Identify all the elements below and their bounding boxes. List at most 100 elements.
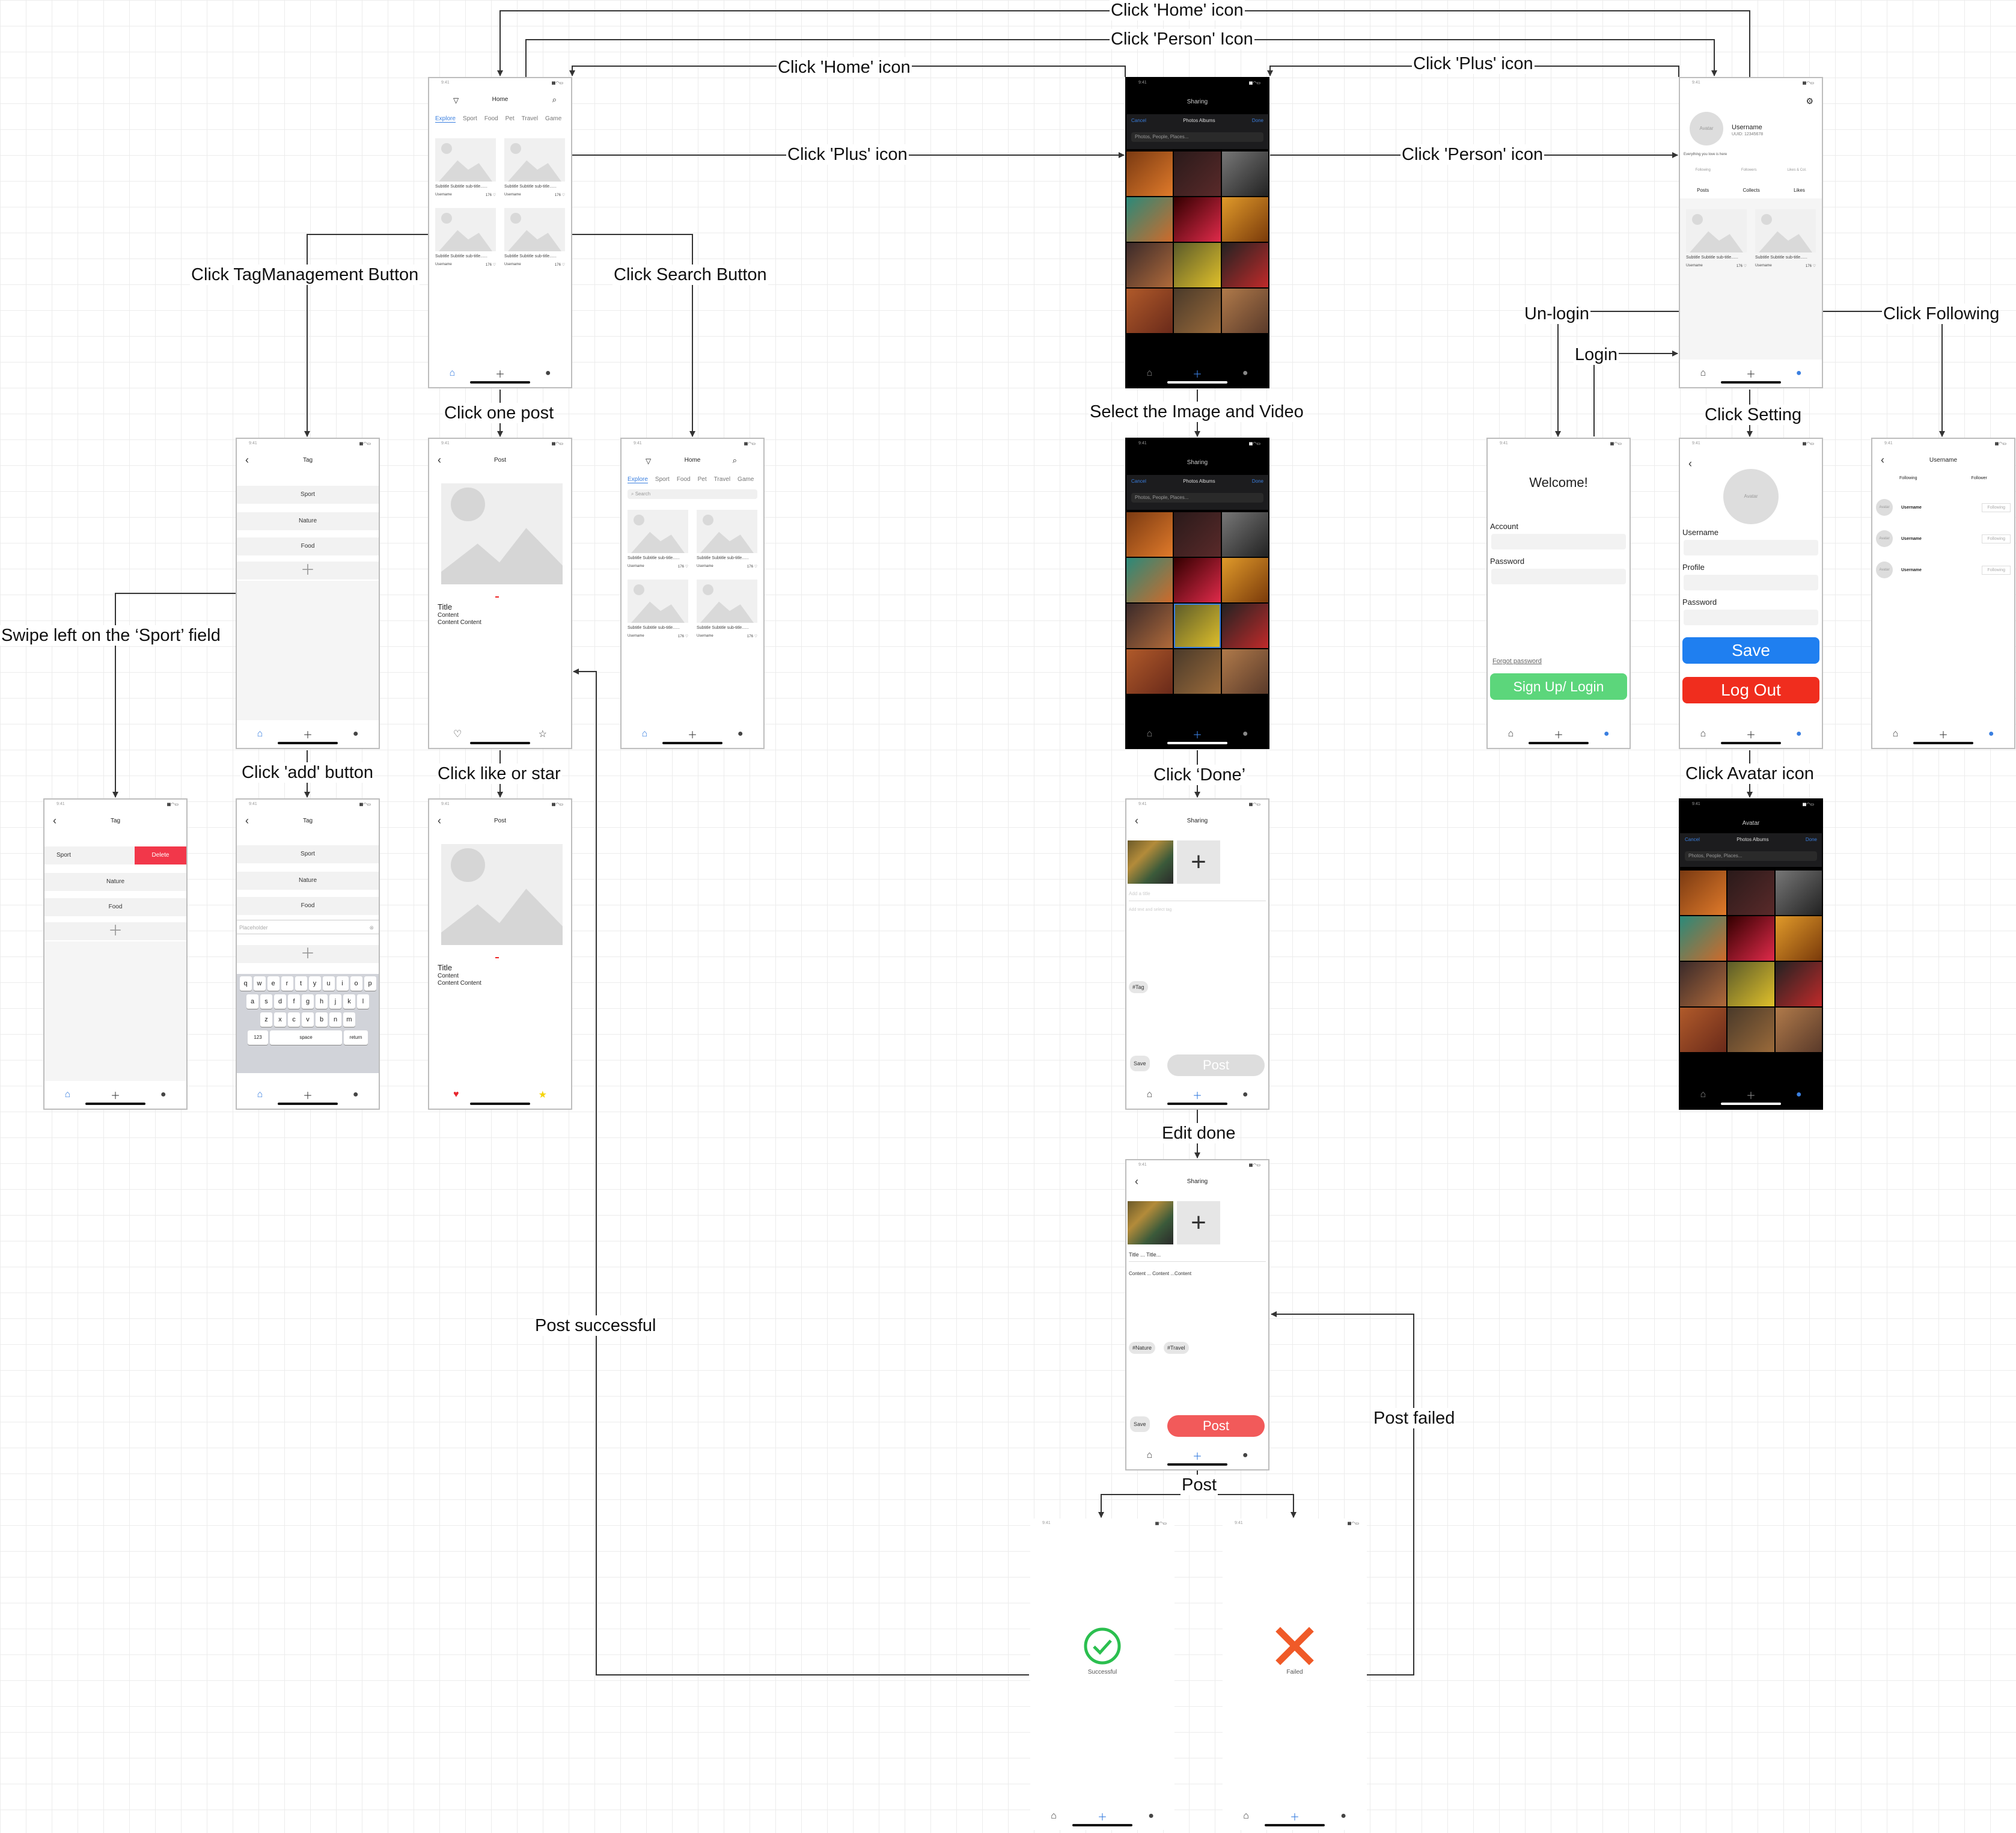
plus-icon[interactable]: ＋ <box>1097 1813 1107 1823</box>
post-card[interactable]: Subtitle Subtitle sub-title......Usernam… <box>1755 209 1816 268</box>
person-icon[interactable]: ● <box>1795 1089 1802 1100</box>
cancel-button[interactable]: Cancel <box>1131 479 1146 484</box>
post-card[interactable]: Subtitle Subtitle sub-title......Usernam… <box>435 208 496 267</box>
sign-up-login-button[interactable]: Sign Up/ Login <box>1490 673 1627 700</box>
key-return[interactable]: return <box>344 1030 368 1045</box>
back-icon[interactable]: ‹ <box>1135 1175 1138 1187</box>
key-b[interactable]: b <box>316 1012 328 1027</box>
done-button[interactable]: Done <box>1805 837 1817 842</box>
person-icon[interactable]: ● <box>1603 729 1610 739</box>
tab-following[interactable]: Following <box>1899 476 1917 480</box>
back-icon[interactable]: ‹ <box>438 454 441 466</box>
new-tag-input[interactable]: Placeholder⊗ <box>237 920 379 934</box>
person-icon[interactable]: ● <box>1340 1811 1346 1821</box>
tab-albums[interactable]: Albums <box>1199 118 1215 123</box>
person-icon[interactable]: ● <box>352 1089 359 1100</box>
key-m[interactable]: m <box>343 1012 355 1027</box>
home-icon[interactable]: ⌂ <box>641 729 648 739</box>
plus-icon[interactable]: ＋ <box>302 730 313 741</box>
following-button[interactable]: Following <box>1982 565 2011 575</box>
person-icon[interactable]: ● <box>1242 368 1248 378</box>
plus-icon[interactable]: ＋ <box>1553 730 1563 741</box>
gear-icon[interactable]: ⚙ <box>1806 96 1813 106</box>
photo-grid[interactable] <box>1126 151 1268 333</box>
tab-photos[interactable]: Photos <box>1737 837 1752 842</box>
key-f[interactable]: f <box>288 994 300 1009</box>
person-icon[interactable]: ● <box>1795 729 1802 739</box>
tab-albums[interactable]: Albums <box>1199 479 1215 484</box>
key-x[interactable]: x <box>274 1012 286 1027</box>
post-card[interactable]: Subtitle Subtitle sub-title......Usernam… <box>1686 209 1747 268</box>
tab-photos[interactable]: Photos <box>1183 118 1199 123</box>
add-media-button[interactable]: + <box>1177 840 1220 884</box>
heart-icon[interactable]: ♡ <box>561 263 565 267</box>
home-icon[interactable]: ⌂ <box>1243 1811 1249 1821</box>
back-icon[interactable]: ‹ <box>1688 457 1692 470</box>
key-z[interactable]: z <box>260 1012 272 1027</box>
plus-icon[interactable]: ＋ <box>1746 730 1756 741</box>
plus-icon[interactable]: ＋ <box>1746 1091 1756 1101</box>
plus-icon[interactable]: ＋ <box>302 1091 313 1101</box>
star-icon[interactable]: ☆ <box>538 729 547 739</box>
home-icon[interactable]: ⌂ <box>1700 368 1706 378</box>
home-icon[interactable]: ⌂ <box>1507 729 1514 739</box>
key-space[interactable]: space <box>270 1030 342 1045</box>
home-icon[interactable]: ⌂ <box>257 1089 263 1100</box>
star-icon[interactable]: ★ <box>538 1090 547 1100</box>
cancel-button[interactable]: Cancel <box>1685 837 1700 842</box>
key-h[interactable]: h <box>316 994 328 1009</box>
tag-row-nature[interactable]: Nature <box>44 873 186 891</box>
key-v[interactable]: v <box>302 1012 314 1027</box>
done-button[interactable]: Done <box>1251 118 1263 123</box>
key-a[interactable]: a <box>246 994 258 1009</box>
tag-row-nature[interactable]: Nature <box>237 872 379 890</box>
person-icon[interactable]: ● <box>1242 1450 1248 1460</box>
heart-icon[interactable]: ♡ <box>754 565 757 569</box>
person-icon[interactable]: ● <box>545 368 551 378</box>
search-icon[interactable]: ⌕ <box>552 95 557 104</box>
back-icon[interactable]: ‹ <box>1881 454 1884 466</box>
plus-icon[interactable]: ＋ <box>110 1091 120 1101</box>
tab-sport[interactable]: Sport <box>462 115 477 122</box>
plus-icon[interactable]: ＋ <box>687 730 697 741</box>
tab-travel[interactable]: Travel <box>521 115 539 122</box>
person-icon[interactable]: ● <box>1242 1089 1248 1100</box>
profile-field[interactable] <box>1684 575 1818 590</box>
tag-management-icon[interactable]: ▽ <box>453 96 459 105</box>
tag-chip-nature[interactable]: #Nature <box>1129 1342 1156 1354</box>
person-icon[interactable]: ● <box>1148 1811 1154 1821</box>
key-e[interactable]: e <box>267 976 279 991</box>
photo-search-input[interactable]: Photos, People, Places... <box>1685 851 1817 861</box>
key-t[interactable]: t <box>295 976 307 991</box>
heart-icon[interactable]: ♥ <box>453 1089 459 1100</box>
tab-explore[interactable]: Explore <box>435 115 456 123</box>
key-d[interactable]: d <box>274 994 286 1009</box>
heart-icon[interactable]: ♡ <box>685 635 688 638</box>
post-card[interactable]: Subtitle Subtitle sub-title......Usernam… <box>628 580 688 638</box>
key-i[interactable]: i <box>336 976 349 991</box>
home-icon[interactable]: ⌂ <box>1146 1089 1153 1100</box>
home-icon[interactable]: ⌂ <box>1700 729 1706 739</box>
plus-icon[interactable]: ＋ <box>1192 1091 1202 1101</box>
key-o[interactable]: o <box>350 976 362 991</box>
tab-pet[interactable]: Pet <box>505 115 515 122</box>
home-icon[interactable]: ⌂ <box>1892 729 1899 739</box>
tab-likes[interactable]: Likes <box>1794 188 1805 193</box>
tag-chip[interactable]: #Tag <box>1129 981 1148 993</box>
person-icon[interactable]: ● <box>737 729 744 739</box>
back-icon[interactable]: ‹ <box>245 454 249 466</box>
key-p[interactable]: p <box>364 976 376 991</box>
tab-game[interactable]: Game <box>545 115 562 122</box>
tag-row-food[interactable]: Food <box>44 898 186 916</box>
home-icon[interactable]: ⌂ <box>1146 729 1153 739</box>
key-q[interactable]: q <box>239 976 252 991</box>
key-u[interactable]: u <box>322 976 335 991</box>
post-card[interactable]: Subtitle Subtitle sub-title......Usernam… <box>697 510 757 569</box>
save-button[interactable]: Save <box>1130 1056 1150 1071</box>
heart-icon[interactable]: ♡ <box>1743 265 1747 268</box>
plus-icon[interactable]: ＋ <box>1289 1813 1300 1823</box>
following-button[interactable]: Following <box>1982 534 2011 543</box>
tag-row-food[interactable]: Food <box>237 537 379 555</box>
add-tag-button[interactable]: ＋ <box>237 945 379 963</box>
key-c[interactable]: c <box>288 1012 300 1027</box>
